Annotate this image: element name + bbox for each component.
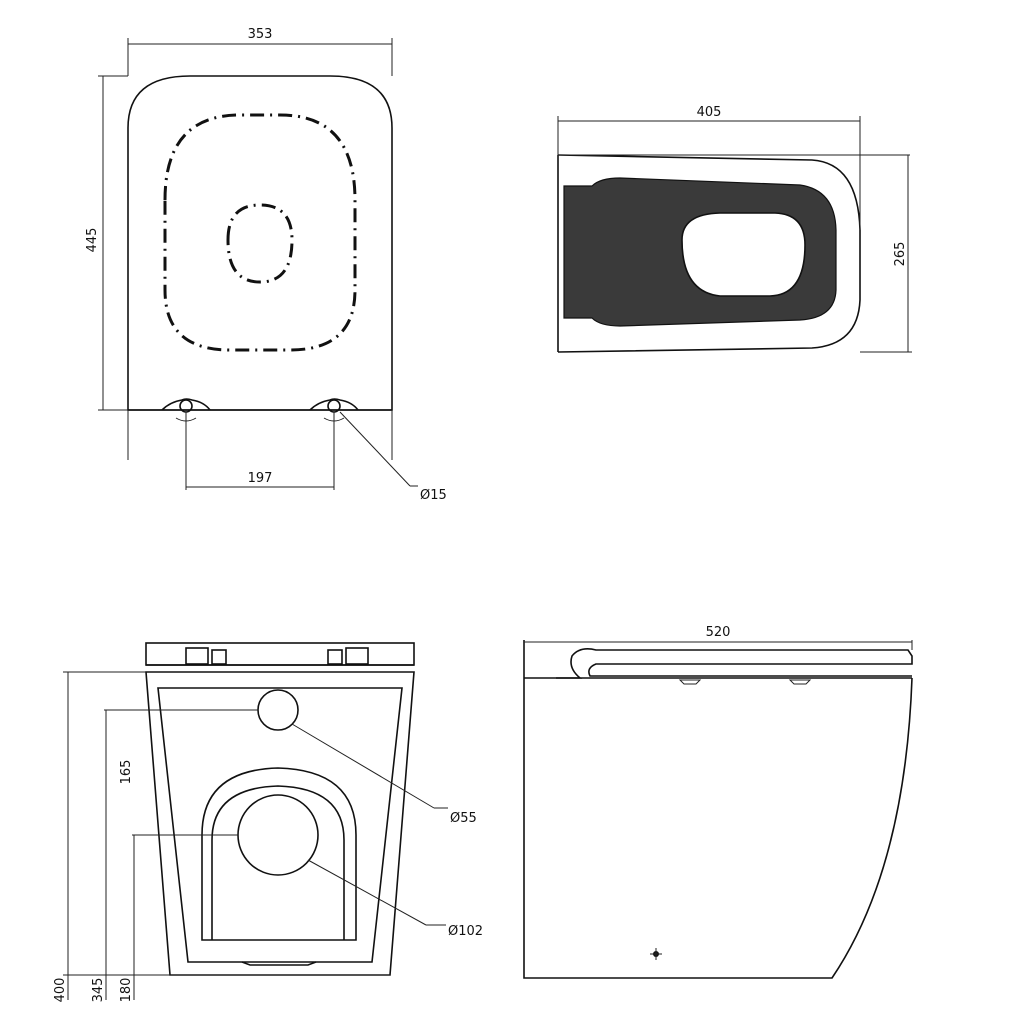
hinge-block-right [327,647,369,665]
side-length-label: 405 [697,105,722,120]
pan-inner [157,687,403,963]
profile-seat [556,648,913,679]
top-view: 353 445 197 Ø15 [85,27,447,503]
front-345-label: 345 [91,978,106,1003]
profile-length-label: 520 [706,625,731,640]
front-height-label: 400 [53,978,68,1003]
seat-bowl-dashed [226,203,294,284]
outlet-hole [237,794,319,876]
outlet-surround [201,767,357,941]
profile-view: 520 [523,625,913,979]
profile-body [523,677,913,979]
side-height-label: 265 [893,242,908,267]
outlet-diameter-label: Ø102 [448,924,483,939]
front-180-label: 180 [119,978,134,1003]
hinge-block-left [185,647,227,665]
back-view: 400 345 180 165 Ø55 Ø102 [53,642,483,1003]
top-width-label: 353 [248,27,273,42]
hinge-diameter-label: Ø15 [420,488,447,503]
seat-outline [127,75,393,411]
section-opening [681,212,806,297]
inlet-diameter-label: Ø55 [450,811,477,826]
seat-inner-dashed [163,113,357,352]
hinge-spacing-label: 197 [248,471,273,486]
top-depth-label: 445 [85,228,100,253]
pan-outer [145,671,415,976]
section-view: 405 265 [557,105,912,353]
front-165-label: 165 [119,760,134,785]
